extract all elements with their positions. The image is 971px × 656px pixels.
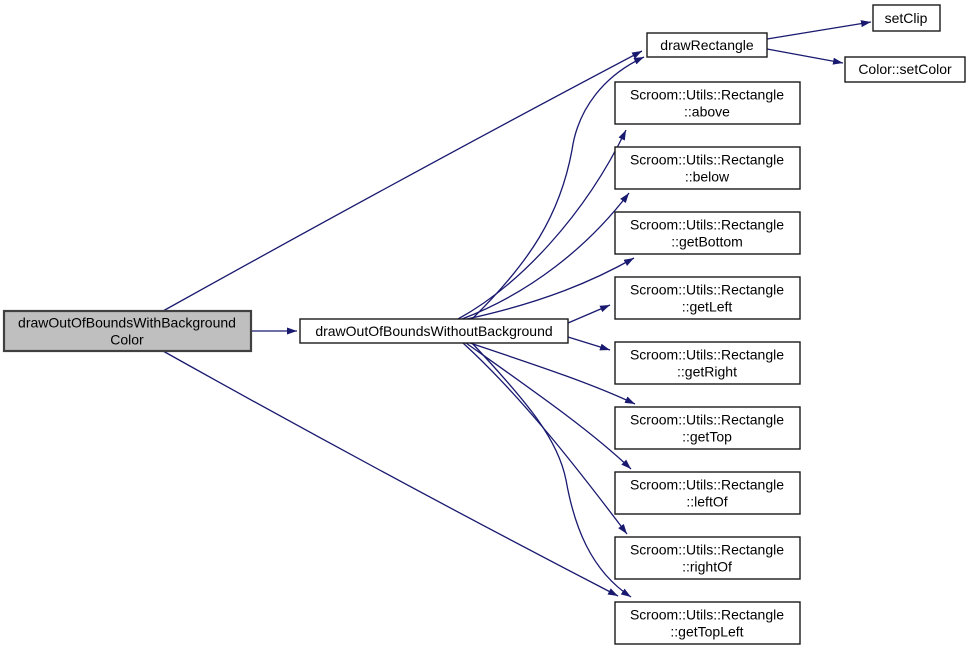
node-label: Color::setColor [858,61,952,77]
node-box [614,471,801,515]
node-rectangle-getleft[interactable]: Scroom::Utils::Rectangle ::getLeft [614,276,801,320]
node-label: Scroom::Utils::Rectangle [630,412,784,428]
node-label: ::rightOf [682,559,732,575]
node-rectangle-leftof[interactable]: Scroom::Utils::Rectangle ::leftOf [614,471,801,515]
node-label: Scroom::Utils::Rectangle [630,347,784,363]
node-drawrectangle[interactable]: drawRectangle [646,32,768,58]
node-rectangle-getbottom[interactable]: Scroom::Utils::Rectangle ::getBottom [614,211,801,255]
edge-withoutbg-to-above [457,129,627,320]
edge-root-to-gettopleft [162,350,619,597]
edge-root-to-drawrectangle [162,50,643,312]
node-label: drawOutOfBoundsWithBackground [18,315,236,331]
node-box [614,406,801,450]
node-box [614,276,801,320]
node-label: ::above [684,104,730,120]
node-rectangle-rightof[interactable]: Scroom::Utils::Rectangle ::rightOf [614,536,801,580]
node-label: ::getLeft [682,299,733,315]
node-label: Scroom::Utils::Rectangle [630,542,784,558]
node-box [299,318,569,344]
edge-drawrectangle-to-setcolor [766,48,844,65]
node-box [614,81,801,125]
node-setclip[interactable]: setClip [872,4,941,32]
node-rectangle-gettop[interactable]: Scroom::Utils::Rectangle ::getTop [614,406,801,450]
edge-drawrectangle-to-setclip [766,20,872,40]
node-box [614,211,801,255]
node-label: ::getBottom [671,234,743,250]
node-label: Scroom::Utils::Rectangle [630,282,784,298]
node-rectangle-getright[interactable]: Scroom::Utils::Rectangle ::getRight [614,341,801,385]
node-label: ::below [685,169,730,185]
edge-withoutbg-to-drawrectangle [471,56,645,320]
node-label: Scroom::Utils::Rectangle [630,607,784,623]
node-label: ::leftOf [686,494,727,510]
edge-withoutbg-to-getbottom [466,257,635,320]
node-rectangle-gettopleft[interactable]: Scroom::Utils::Rectangle ::getTopLeft [614,601,801,645]
edge-withoutbg-to-getright [567,336,611,351]
node-label: ::getRight [677,364,737,380]
node-rectangle-above[interactable]: Scroom::Utils::Rectangle ::above [614,81,801,125]
node-label: Color [110,332,144,348]
node-box [844,56,966,83]
node-label: ::getTop [682,429,732,445]
node-color-setcolor[interactable]: Color::setColor [844,56,966,83]
node-drawoutofboundswithoutbackground[interactable]: drawOutOfBoundsWithoutBackground [299,318,569,344]
node-label: Scroom::Utils::Rectangle [630,217,784,233]
node-label: setClip [885,10,928,26]
node-box [614,601,801,645]
node-box [614,536,801,580]
node-label: Scroom::Utils::Rectangle [630,152,784,168]
node-label: Scroom::Utils::Rectangle [630,477,784,493]
node-box [872,4,941,32]
node-rectangle-below[interactable]: Scroom::Utils::Rectangle ::below [614,146,801,190]
node-label: drawRectangle [660,37,754,53]
edge-withoutbg-to-getleft [567,304,611,324]
node-box [2,309,253,353]
edge-withoutbg-to-leftof [465,342,632,470]
node-box [646,32,768,58]
edge-withoutbg-to-gettop [469,342,636,405]
node-box [614,146,801,190]
edge-withoutbg-to-gettopleft [471,342,632,598]
edge-withoutbg-to-below [461,192,630,320]
edge-withoutbg-to-rightof [462,342,628,535]
node-label: ::getTopLeft [670,624,743,640]
node-box [614,341,801,385]
node-label: drawOutOfBoundsWithoutBackground [315,323,552,339]
node-drawoutofboundswithbackgroundcolor: drawOutOfBoundsWithBackground Color [2,309,253,353]
node-label: Scroom::Utils::Rectangle [630,87,784,103]
